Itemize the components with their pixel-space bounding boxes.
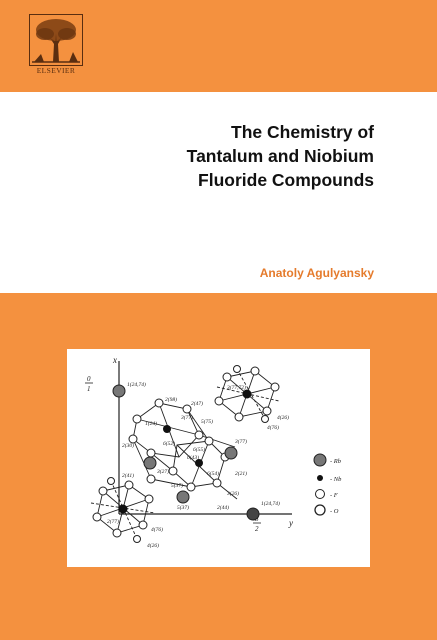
atom-label: 6(52) <box>163 440 175 447</box>
legend-label-f: - F <box>330 492 339 499</box>
atom-label: 6(55) <box>193 446 205 453</box>
atom-label: 4(26) <box>277 414 289 421</box>
top-orange-band <box>0 0 437 92</box>
elsevier-tree-icon <box>29 14 83 78</box>
atom-label: 2(41) <box>122 472 134 479</box>
atom-label: 3(27) <box>156 468 169 475</box>
figure-legend: - Rb - Nb - F - O <box>313 453 342 516</box>
legend-label-rb: - Rb <box>330 458 342 465</box>
fraction-top: 0 <box>87 375 91 383</box>
atom-label: 1(24,74) <box>127 381 146 388</box>
f-atom-icon <box>315 489 325 499</box>
atom-label: 2(44) <box>217 504 229 511</box>
book-title: The Chemistry of Tantalum and Niobium Fl… <box>187 120 374 192</box>
atom-label: 6(43) <box>187 454 199 461</box>
atom-label: 4(76) <box>151 526 163 533</box>
title-line-2: Tantalum and Niobium <box>186 146 374 166</box>
atom-label: 5(75) <box>201 418 213 425</box>
axis-y-label: y <box>288 518 293 528</box>
rb-atom-icon <box>313 453 327 467</box>
fraction-bottom: 1 <box>87 385 91 393</box>
atom-label: 2(77) <box>107 518 119 525</box>
axis-x-label: x <box>112 355 117 365</box>
atom-label: 2(47) <box>191 400 203 407</box>
legend-label-nb: - Nb <box>330 476 342 483</box>
author-name: Anatoly Agulyansky <box>259 266 374 280</box>
atom-label: 6(54) <box>207 470 219 477</box>
title-line-1: The Chemistry of <box>231 122 374 142</box>
atom-label: 3(26) <box>226 490 239 497</box>
atom-label: 1(24,74) <box>261 500 280 507</box>
atom-label: 3(77,72) <box>226 384 246 391</box>
atom-label: 5(37) <box>177 504 189 511</box>
atom-label: 4(26) <box>147 542 159 549</box>
publisher-name: ELSEVIER <box>36 66 76 75</box>
atom-label: 1(24) <box>145 420 157 427</box>
atom-label: 3(77) <box>180 414 193 421</box>
atom-label: 2(21) <box>235 470 247 477</box>
o-atom-icon <box>314 504 326 516</box>
atom-label: 2(98) <box>165 396 177 403</box>
atom-label: 2(30) <box>122 442 134 449</box>
atom-label: 3(77) <box>234 438 247 445</box>
title-line-3: Fluoride Compounds <box>198 170 374 190</box>
legend-label-o: - O <box>330 508 339 515</box>
title-area <box>0 92 437 293</box>
atom-label: 4(76) <box>267 424 279 431</box>
atom-label: 5(37) <box>171 482 183 489</box>
nb-atom-icon <box>317 475 323 481</box>
fraction-right-bottom: 2 <box>255 525 259 533</box>
crystal-structure-figure: x y 0 1 8 2 <box>67 349 370 567</box>
